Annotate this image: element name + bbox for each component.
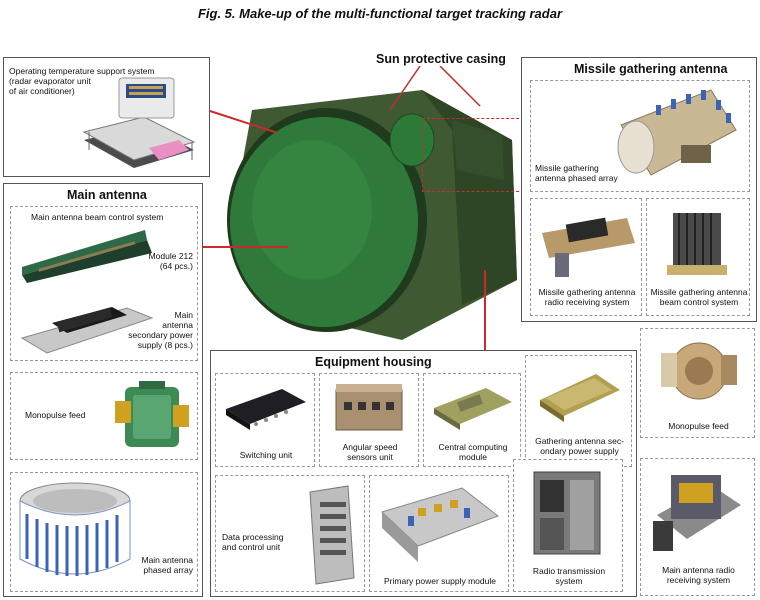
missile-radio-illustration <box>542 217 635 277</box>
radio-transmission-label: Radio transmission system <box>514 566 624 586</box>
missile-antenna-panel: Missile gathering antenna Missile gather… <box>521 57 757 322</box>
secondary-power-illustration <box>20 307 154 354</box>
gathering-power-box: Gathering antenna sec- ondary power supp… <box>525 355 632 467</box>
main-phased-array-label-line: phased array <box>143 565 193 575</box>
missile-radio-label: Missile gathering antenna radio receivin… <box>533 287 641 307</box>
main-radio-label-line: Main antenna radio <box>662 565 735 575</box>
missile-beam-label-line: beam control system <box>659 297 739 307</box>
primary-power-box: Primary power supply module <box>369 475 509 592</box>
switching-unit-box: Switching unit <box>215 373 315 467</box>
central-computing-label-line: module <box>459 452 487 462</box>
temp-support-panel: Operating temperature support system (ra… <box>3 57 210 177</box>
data-processing-label-line: and control unit <box>222 542 281 552</box>
missile-antenna-highlight <box>422 118 524 192</box>
main-radio-label: Main antenna radio receiving system <box>641 565 756 585</box>
beam-control-label: Main antenna beam control system <box>31 212 164 222</box>
gathering-power-illustration <box>540 374 620 422</box>
switching-unit-illustration <box>226 389 306 430</box>
secondary-power-label-line: antenna <box>162 320 193 330</box>
angular-speed-box: Angular speed sensors unit <box>319 373 419 467</box>
sun-casing-label: Sun protective casing <box>376 52 506 66</box>
radio-transmission-illustration <box>533 471 601 555</box>
missile-radio-label-line: Missile gathering antenna <box>538 287 636 297</box>
missile-phased-box: Missile gathering antenna phased array <box>530 80 750 192</box>
data-processing-label-line: Data processing <box>222 532 284 542</box>
main-phased-array-illustration <box>19 482 131 576</box>
gathering-power-label: Gathering antenna sec- ondary power supp… <box>526 436 633 456</box>
missile-beam-label: Missile gathering antenna beam control s… <box>647 287 751 307</box>
central-computing-label-line: Central computing <box>438 442 508 452</box>
angular-speed-label-line: Angular speed <box>342 442 398 452</box>
missile-radio-box: Missile gathering antenna radio receivin… <box>530 198 642 316</box>
main-monopulse-illustration <box>115 381 189 447</box>
missile-beam-box: Missile gathering antenna beam control s… <box>646 198 750 316</box>
main-radio-box: Main antenna radio receiving system <box>640 458 755 596</box>
angular-speed-illustration <box>335 384 403 431</box>
missile-monopulse-box: Monopulse feed <box>640 328 755 438</box>
main-monopulse-label: Monopulse feed <box>25 410 86 420</box>
module-212-label-line: (64 pcs.) <box>159 261 193 271</box>
main-radio-illustration <box>653 475 741 551</box>
switching-unit-label: Switching unit <box>239 450 293 460</box>
main-phased-array-label-line: Main antenna <box>141 555 193 565</box>
data-processing-illustration <box>309 485 355 585</box>
figure-title: Fig. 5. Make-up of the multi-functional … <box>197 6 563 21</box>
missile-antenna-header: Missile gathering antenna <box>574 62 728 76</box>
secondary-power-label: Main antenna secondary power supply (8 p… <box>111 310 193 350</box>
missile-monopulse-illustration <box>661 342 737 400</box>
main-phased-array-label: Main antenna phased array <box>121 555 193 575</box>
central-computing-illustration <box>434 388 512 430</box>
missile-beam-illustration <box>667 213 727 275</box>
missile-monopulse-label: Monopulse feed <box>668 421 729 431</box>
secondary-power-label-line: supply (8 pcs.) <box>137 340 193 350</box>
primary-power-label: Primary power supply module <box>384 576 496 586</box>
radar-body-illustration <box>227 90 517 340</box>
module-212-label-line: Module 212 <box>148 251 193 261</box>
main-antenna-header: Main antenna <box>67 188 147 202</box>
missile-phased-label-line: Missile gathering <box>535 163 599 173</box>
data-processing-box: Data processing and control unit <box>215 475 365 592</box>
secondary-power-label-line: secondary power <box>128 330 193 340</box>
connector-main-antenna <box>203 246 288 248</box>
temp-support-label-line: of air conditioner) <box>9 86 75 96</box>
equipment-header: Equipment housing <box>315 355 432 369</box>
module-212-label: Module 212 (64 pcs.) <box>131 251 193 271</box>
connector-equipment <box>484 270 486 352</box>
radio-transmission-label-line: Radio transmission <box>532 566 606 576</box>
main-monopulse-box: Monopulse feed <box>10 372 198 460</box>
beam-control-box: Main antenna beam control system Module … <box>10 206 198 361</box>
angular-speed-label-line: sensors unit <box>347 452 393 462</box>
temp-support-label: Operating temperature support system (ra… <box>9 66 199 96</box>
missile-phased-illustration <box>617 89 737 176</box>
missile-beam-label-line: Missile gathering antenna <box>650 287 748 297</box>
equipment-panel: Equipment housing Switching unit Angular… <box>210 350 637 597</box>
central-computing-label: Central computing module <box>424 442 522 462</box>
air-conditioner-illustration <box>82 77 196 168</box>
main-phased-array-box: Main antenna phased array <box>10 472 198 592</box>
missile-phased-label-line: antenna phased array <box>535 173 618 183</box>
gathering-power-label-line: ondary power supply <box>540 446 619 456</box>
angular-speed-label: Angular speed sensors unit <box>320 442 420 462</box>
primary-power-illustration <box>381 487 500 562</box>
missile-radio-label-line: radio receiving system <box>544 297 630 307</box>
radio-transmission-box: Radio transmission system <box>513 459 623 592</box>
central-computing-box: Central computing module <box>423 373 521 467</box>
data-processing-label: Data processing and control unit <box>222 532 302 552</box>
temp-support-label-line: Operating temperature support system <box>9 66 155 76</box>
temp-support-label-line: (radar evaporator unit <box>9 76 91 86</box>
main-antenna-panel: Main antenna Main antenna beam control s… <box>3 183 203 597</box>
secondary-power-label-line: Main <box>174 310 193 320</box>
gathering-power-label-line: Gathering antenna sec- <box>535 436 624 446</box>
main-radio-label-line: receiving system <box>666 575 731 585</box>
missile-phased-label: Missile gathering antenna phased array <box>535 163 655 183</box>
radio-transmission-label-line: system <box>555 576 583 586</box>
casing-pointer-lines <box>389 66 481 111</box>
module-212-illustration <box>22 230 152 283</box>
